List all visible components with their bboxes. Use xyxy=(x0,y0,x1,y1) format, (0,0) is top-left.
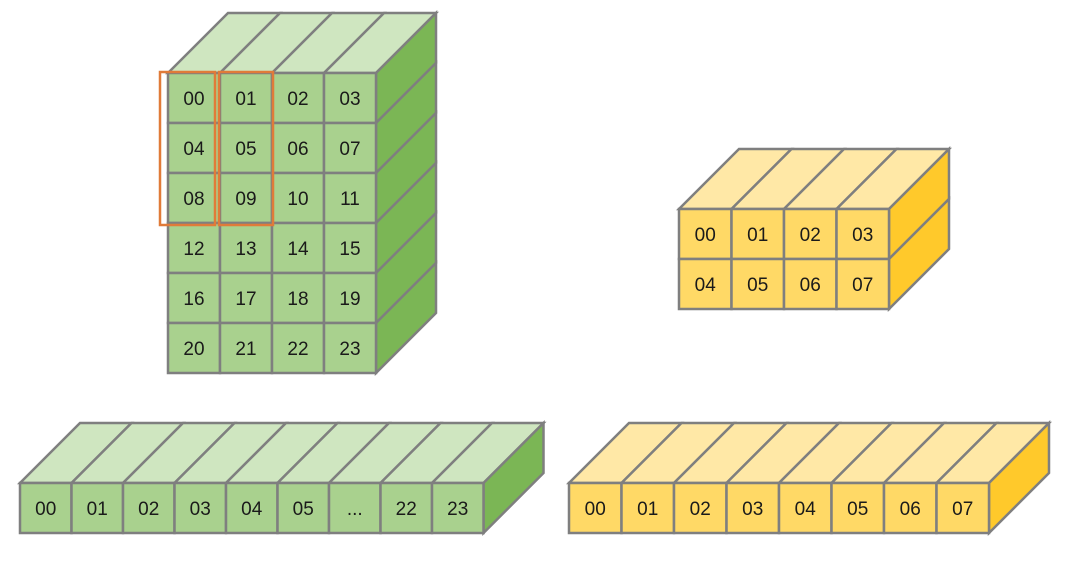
green-strip-cell-label: 05 xyxy=(293,499,314,520)
yellow-block-cell-label: 05 xyxy=(747,275,768,296)
green-block-cell xyxy=(322,321,378,375)
green-block-cell-label: 02 xyxy=(287,89,308,110)
green-block-cell xyxy=(270,71,326,125)
green-strip-cell xyxy=(327,481,382,535)
yellow-block-cell-label: 01 xyxy=(747,225,768,246)
green-strip-flattened: 00 01 02 03 04 05... 22 23 xyxy=(16,419,547,537)
yellow-strip-cell xyxy=(935,481,991,535)
green-block-cell-label: 05 xyxy=(235,139,256,160)
green-block-cell-label: 00 xyxy=(183,89,204,110)
highlight-box-column-0 xyxy=(158,70,217,227)
green-block-cell-label: 21 xyxy=(235,339,256,360)
yellow-strip-cell-label: 06 xyxy=(900,499,921,520)
yellow-block-cell xyxy=(677,257,733,311)
green-block-cell-label: 23 xyxy=(339,339,360,360)
yellow-strip-cell xyxy=(830,481,886,535)
green-strip-cell xyxy=(173,481,228,535)
yellow-block-4x2: 00 01 02 03 04 05 06 07 xyxy=(675,145,953,313)
yellow-strip-cell xyxy=(620,481,676,535)
green-block-cell xyxy=(270,321,326,375)
green-block-cell-label: 10 xyxy=(287,189,308,210)
green-block-cell-label: 13 xyxy=(235,239,256,260)
green-block-cell xyxy=(270,171,326,225)
yellow-block-cell-label: 00 xyxy=(695,225,716,246)
green-block-cell-label: 22 xyxy=(287,339,308,360)
green-block-cell-label: 06 xyxy=(287,139,308,160)
green-block-cell xyxy=(218,321,274,375)
yellow-block-cell xyxy=(835,207,891,261)
green-strip-cell-label: 03 xyxy=(190,499,211,520)
green-block-cell xyxy=(322,121,378,175)
green-block-cell xyxy=(218,221,274,275)
yellow-strip-cell-label: 01 xyxy=(637,499,658,520)
green-strip-cell-label: 22 xyxy=(396,499,417,520)
green-strip-cell-label: 00 xyxy=(35,499,56,520)
green-block-cell-label: 09 xyxy=(235,189,256,210)
yellow-strip-cell xyxy=(725,481,781,535)
green-strip-cell-label: ... xyxy=(347,499,363,520)
green-block-cell-label: 17 xyxy=(235,289,256,310)
green-strip-cell-label: 02 xyxy=(138,499,159,520)
green-block-cell xyxy=(166,221,222,275)
green-block-cell-label: 08 xyxy=(183,189,204,210)
green-strip-cell xyxy=(70,481,125,535)
yellow-block-cell-label: 02 xyxy=(800,225,821,246)
green-strip-cell-label: 23 xyxy=(447,499,468,520)
yellow-strip-cell-label: 03 xyxy=(742,499,763,520)
green-block-cell-label: 04 xyxy=(183,139,205,160)
yellow-strip-flattened: 00 01 02 03 04 05 06 07 xyxy=(565,419,1053,537)
green-block-cell xyxy=(322,221,378,275)
green-block-cell-label: 18 xyxy=(287,289,308,310)
yellow-block-cell-label: 04 xyxy=(695,275,717,296)
yellow-strip-cell-label: 07 xyxy=(952,499,973,520)
yellow-strip-cell xyxy=(672,481,728,535)
green-block-cell-label: 14 xyxy=(287,239,309,260)
green-strip-cell-label: 01 xyxy=(87,499,108,520)
yellow-block-cell-label: 07 xyxy=(852,275,873,296)
green-strip-cell-label: 04 xyxy=(241,499,263,520)
green-block-cell-label: 07 xyxy=(339,139,360,160)
yellow-strip-cell-label: 04 xyxy=(795,499,817,520)
green-strip-cell xyxy=(276,481,331,535)
green-block-cell-label: 20 xyxy=(183,339,204,360)
yellow-strip-cell-label: 00 xyxy=(585,499,606,520)
green-block-cell-label: 01 xyxy=(235,89,256,110)
green-block-cell-label: 12 xyxy=(183,239,204,260)
green-block-cell xyxy=(166,321,222,375)
green-block-cell-label: 15 xyxy=(339,239,360,260)
green-block-cell-label: 19 xyxy=(339,289,360,310)
yellow-block-cell xyxy=(835,257,891,311)
green-block-cell-label: 16 xyxy=(183,289,204,310)
green-block-cell-label: 11 xyxy=(340,189,360,210)
green-block-cell xyxy=(218,71,274,125)
yellow-strip-cell-label: 05 xyxy=(847,499,868,520)
green-block-cell xyxy=(322,171,378,225)
green-strip-cell xyxy=(430,481,485,535)
yellow-block-cell-label: 06 xyxy=(800,275,821,296)
yellow-strip-cell-label: 02 xyxy=(690,499,711,520)
highlight-box-column-1 xyxy=(217,70,275,227)
yellow-block-cell-label: 03 xyxy=(852,225,873,246)
green-block-4x6: 00 01 02 03 04 05 06 07 08 09 10 11 12 13 14 15 16 17 18 19… xyxy=(158,9,440,377)
yellow-block-cell xyxy=(730,257,786,311)
yellow-strip-cell xyxy=(777,481,833,535)
green-block-cell-label: 03 xyxy=(339,89,360,110)
